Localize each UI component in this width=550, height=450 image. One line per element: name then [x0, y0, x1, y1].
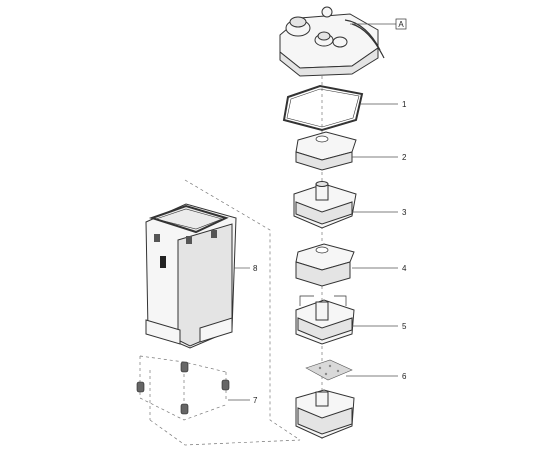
callout-A: A: [398, 20, 404, 29]
callout-4: 4: [402, 264, 407, 273]
callout-2: 2: [402, 153, 407, 162]
canister-housing: [145, 203, 237, 349]
filter-basket-upper: [293, 181, 357, 229]
sealing-ring: [282, 84, 364, 132]
filter-basket-bottom: [295, 389, 355, 439]
foam-pad-top: [295, 131, 357, 171]
callout-5: 5: [402, 322, 407, 331]
feet-set: [136, 355, 230, 421]
filter-head: [279, 6, 385, 77]
foot-3: [221, 379, 230, 391]
callout-8: 8: [253, 264, 258, 273]
callout-box-A: [395, 18, 407, 30]
filter-basket-middle: [295, 295, 355, 345]
callout-6: 6: [402, 372, 407, 381]
fine-filter-pad: [305, 359, 353, 381]
foam-block: [295, 243, 355, 287]
callout-3: 3: [402, 208, 407, 217]
callout-7: 7: [253, 396, 258, 405]
foot-2: [180, 361, 189, 373]
assembly-outline-left: [149, 179, 301, 446]
foot-4: [180, 403, 189, 415]
callout-1: 1: [402, 100, 407, 109]
foot-1: [136, 381, 145, 393]
